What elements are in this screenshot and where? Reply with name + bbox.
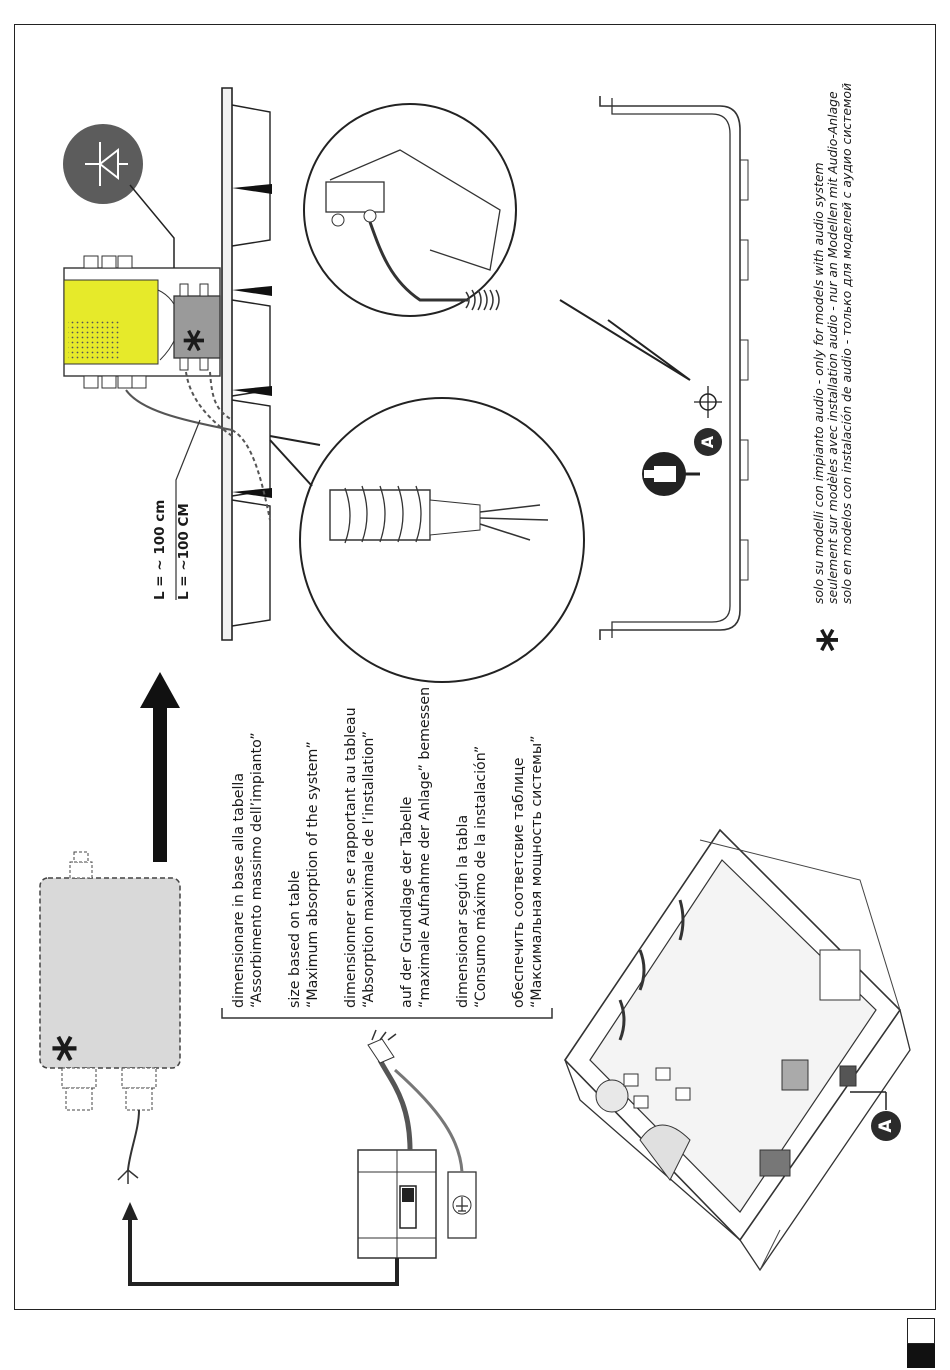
corner-pencil-box [907,1318,935,1344]
box-asterisk: * [44,1034,104,1062]
page-frame [14,24,936,1310]
instruction-de: auf der Grundlage der Tabelle “maximale … [398,687,434,1008]
point-a-badge-bottom: A [871,1111,901,1141]
point-a-label-bottom: A [876,1119,896,1133]
instruction-en: size based on table “Maximum absorption … [286,741,322,1008]
instruction-it: dimensionare in base alla tabella “Assor… [230,732,266,1008]
audio-note: solo su modelli con impianto audio - onl… [811,83,854,604]
box-gland-bottom-1 [61,1067,97,1111]
length-leader [175,419,201,600]
connection-arrow [122,1202,399,1286]
ground-symbol-icon [456,1197,468,1212]
instruction-fr: dimensionner en se rapportant au tableau… [342,707,378,1008]
circuit-breaker [357,1149,437,1259]
instruction-ru-line2: “Максимальная мощность системы” [529,735,545,1008]
instruction-es-line2: “Consumo máximo de la instalación” [473,745,489,1008]
instruction-fr-line2: “Absorption maximale de l’installation” [361,731,377,1008]
detail-circle-conduit [269,397,585,683]
control-unit-glands-top [83,255,133,269]
audio-note-line-3: solo en modelos con instalación de audio… [839,83,854,604]
box-gland-top [69,851,93,879]
point-a-badge-top: A [694,428,722,456]
electrode-symbol-icon [63,124,175,268]
instruction-it-line2: “Assorbimento massimo dell’impianto” [249,732,265,1008]
drill-icon [642,452,700,496]
audio-note-line-1: solo su modelli con impianto audio - onl… [811,162,826,604]
instruction-ru: обеспечить соответсвие таблице “Максимал… [510,736,546,1008]
cable-length-label: L = ~ 100 cm [152,499,168,600]
tub-outline-top-view [599,96,749,640]
instruction-en-line2: “Maximum absorption of the system” [305,741,321,1008]
detail-circle-connector [303,103,691,381]
instructions-bracket [221,1008,553,1019]
audio-module [173,283,221,371]
audio-note-line-2: seulement sur modèles avec installation … [825,91,840,604]
instruction-ru-line1: обеспечить соответсвие таблице [511,757,527,1008]
instruction-en-line1: size based on table [287,870,303,1008]
instruction-de-line2: “maximale Aufnahme der Anlage” bemessen [417,686,433,1008]
corner-black-tab [907,1344,935,1368]
instruction-es: dimensionar según la tabla “Consumo máxi… [454,746,490,1008]
cable-length-label-ru: L = ~100 CM [176,503,192,600]
instruction-de-line1: auf der Grundlage der Tabelle [399,796,415,1008]
target-crosshair-icon [694,386,722,418]
point-a-label-top: A [698,435,717,448]
control-unit [63,255,221,389]
note-asterisk: * [808,627,862,652]
supply-cable [117,1109,140,1184]
instruction-es-line1: dimensionar según la tabla [455,814,471,1008]
tub-3d-drawing [563,828,911,1272]
audio-module-asterisk: * [176,328,227,352]
direction-arrow-up [140,672,180,862]
control-unit-glands-bottom [83,375,147,389]
tub-rim-profile [221,87,272,641]
box-gland-bottom-2 [121,1067,157,1111]
supply-conduit [367,1029,464,1173]
control-cables [125,371,271,521]
instruction-it-line1: dimensionare in base alla tabella [231,772,247,1008]
power-supply-box [39,851,181,1111]
instruction-fr-line1: dimensionner en se rapportant au tableau [343,707,359,1008]
